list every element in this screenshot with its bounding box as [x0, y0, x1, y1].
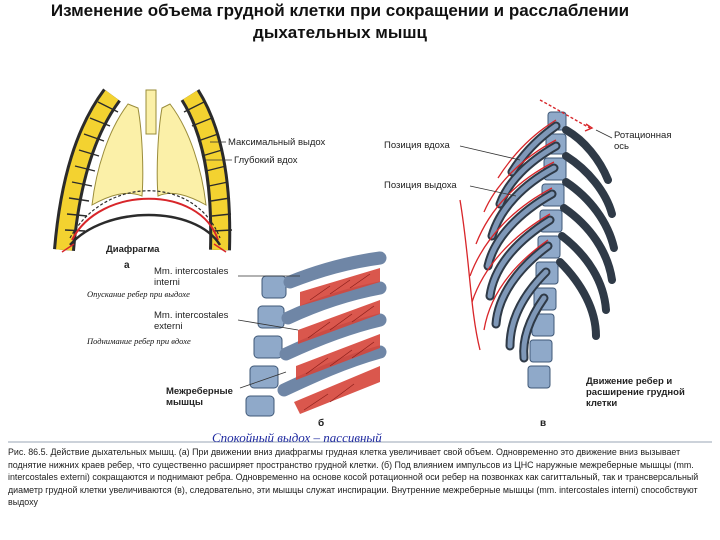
quiet-exhale-note: Спокойный выдох – пассивный	[212, 430, 382, 445]
label-ribs-down: Опускание ребер при выдохе	[87, 289, 190, 299]
figure-a-thorax-diagram	[53, 88, 233, 253]
figure-b-letter: б	[318, 418, 325, 429]
label-intercostales-externi: Mm. intercostales externi	[154, 310, 229, 332]
label-intercostal-muscles: Межреберные мышцы	[166, 386, 233, 408]
slide-title: Изменение объема грудной клетки при сокр…	[50, 1, 630, 42]
label-deep-inhale: Глубокий вдох	[234, 155, 298, 166]
label-rotation-axis: Ротационная ось	[614, 130, 672, 152]
label-intercostales-interni: Mm. intercostales interni	[154, 266, 229, 288]
label-ribs-up: Поднимание ребер при вдохе	[87, 336, 191, 346]
figure-c-letter: в	[540, 418, 547, 429]
label-exhale-position: Позиция выдоха	[384, 180, 457, 191]
label-diaphragm: Диафрагма	[106, 244, 160, 255]
figure-caption: Рис. 86.5. Действие дыхательных мышц. (а…	[8, 447, 699, 508]
label-rib-movement: Движение ребер и расширение грудной клет…	[586, 376, 685, 409]
figure-c-ribcage-diagram	[459, 99, 618, 389]
figure-a-letter: а	[124, 260, 130, 271]
label-inhale-position: Позиция вдоха	[384, 140, 450, 151]
label-max-exhale: Максимальный выдох	[228, 137, 326, 148]
figure-b-intercostal-diagram	[237, 251, 387, 422]
